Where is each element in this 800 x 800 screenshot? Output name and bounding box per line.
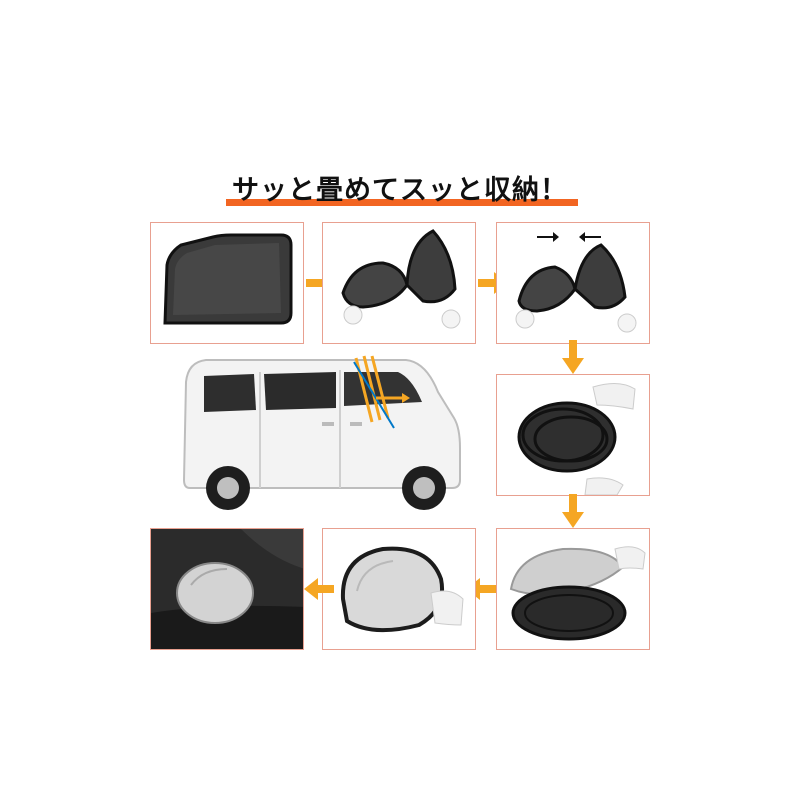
step3-push-together-panel bbox=[496, 222, 650, 344]
folded-disc-image bbox=[340, 546, 464, 633]
silver-fold-image bbox=[509, 546, 646, 641]
step4-fold-rings-panel bbox=[496, 374, 650, 496]
flow-arrow-icon bbox=[562, 340, 584, 374]
flow-arrow-icon bbox=[562, 494, 584, 528]
step6-folded-disc-panel bbox=[322, 528, 476, 650]
step7-stored-pocket-panel bbox=[150, 528, 304, 650]
van-image bbox=[176, 352, 472, 518]
twist-shade-image bbox=[341, 229, 461, 329]
headline: サッと畳めてスッと収納！ bbox=[232, 175, 568, 206]
stored-pocket-image bbox=[151, 529, 303, 649]
push-shade-image bbox=[515, 232, 637, 333]
fold-rings-image bbox=[517, 383, 636, 495]
step2-twist-shade-panel bbox=[322, 222, 476, 344]
headline-underline bbox=[226, 199, 578, 206]
push-together-arrows-icon bbox=[537, 232, 601, 242]
step5-silver-side-panel bbox=[496, 528, 650, 650]
flow-arrow-icon bbox=[304, 578, 334, 600]
flat-shade-image bbox=[163, 233, 293, 325]
headline-wrap: サッと畳めてスッと収納！ bbox=[0, 168, 800, 207]
step1-flat-shade-panel bbox=[150, 222, 304, 344]
